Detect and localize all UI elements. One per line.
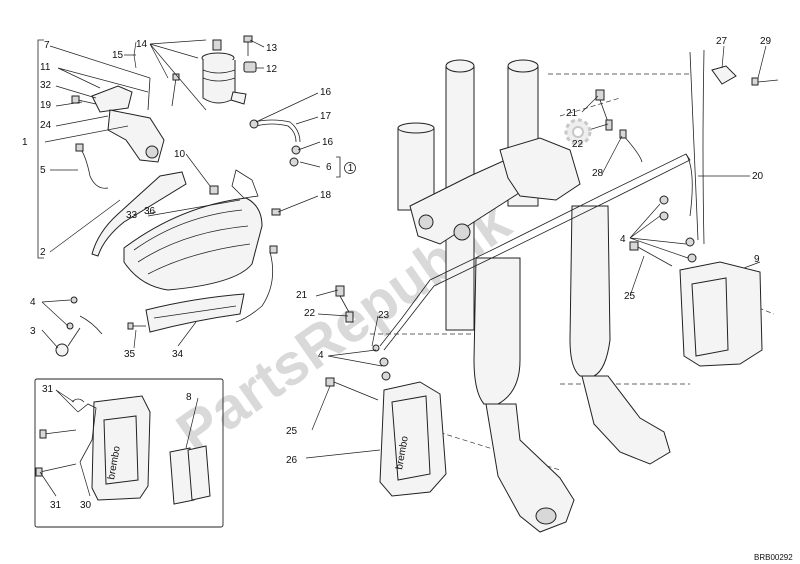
caliper-9 — [679, 261, 763, 367]
callout-c7: 7 — [44, 40, 50, 51]
callout-c24: 24 — [40, 120, 52, 131]
callout-c16a: 16 — [320, 87, 332, 98]
banjo-fittings-upper — [595, 89, 643, 163]
bolt-27-29 — [711, 65, 779, 86]
callout-c31a: 31 — [42, 384, 54, 395]
washers-4-left — [372, 344, 391, 381]
callout-c4c: 4 — [620, 234, 626, 245]
callout-c8: 8 — [186, 392, 192, 403]
reservoir-hose-17 — [249, 119, 301, 167]
callout-c21b: 21 — [566, 108, 578, 119]
screw-13 — [243, 35, 253, 56]
washers-4-right — [659, 195, 697, 263]
callout-c22a: 22 — [304, 308, 316, 319]
lamp-34 — [145, 293, 245, 333]
leader-lines — [39, 39, 767, 497]
group-bracket-6 — [336, 156, 341, 178]
triple-clamp — [409, 137, 581, 245]
bolt-7 — [171, 73, 180, 107]
callout-c1: 1 — [22, 137, 28, 148]
callout-c13: 13 — [266, 43, 278, 54]
support-panel-33 — [123, 169, 281, 323]
inset-caliper: brembo — [91, 395, 151, 501]
pin-31-bottom — [35, 463, 77, 477]
callout-c14: 14 — [136, 39, 148, 50]
callout-c26: 26 — [286, 455, 298, 466]
callout-c33: 33 — [126, 210, 138, 221]
callout-c25a: 25 — [286, 426, 298, 437]
callout-c36: 36 — [144, 206, 156, 217]
callout-c5: 5 — [40, 165, 46, 176]
switch-cable-5 — [75, 143, 109, 189]
callout-c12: 12 — [266, 64, 278, 75]
callout-c23: 23 — [378, 310, 390, 321]
bolt-25-left — [325, 377, 379, 401]
group-bracket-1 — [37, 39, 44, 259]
spring-30 — [77, 403, 97, 463]
callout-c20: 20 — [752, 171, 764, 182]
cap-12 — [243, 61, 257, 73]
brake-fluid-reservoir — [201, 39, 247, 105]
screw-35 — [127, 322, 146, 330]
callout-c32: 32 — [40, 80, 52, 91]
caliper-26: brembo — [379, 381, 447, 497]
bolt-25-right — [629, 241, 673, 267]
callout-c30: 30 — [80, 500, 92, 511]
callout-c31b: 31 — [50, 500, 62, 511]
callout-c10: 10 — [174, 149, 186, 160]
circled-note-ring — [344, 162, 356, 174]
callout-c2: 2 — [40, 247, 46, 258]
callout-c4a: 4 — [30, 297, 36, 308]
callout-c29: 29 — [760, 36, 772, 47]
brake-pads-8 — [169, 445, 211, 505]
callout-c18: 18 — [320, 190, 332, 201]
brake-line-20 — [379, 49, 705, 351]
callout-c9: 9 — [754, 254, 760, 265]
callout-c25b: 25 — [624, 291, 636, 302]
callout-c11: 11 — [40, 62, 51, 73]
callout-c15: 15 — [112, 50, 124, 61]
callout-c4b: 4 — [318, 350, 324, 361]
master-cylinder — [91, 77, 165, 163]
callout-c35: 35 — [124, 349, 136, 360]
callout-c17: 17 — [320, 111, 332, 122]
callout-c34: 34 — [172, 349, 184, 360]
gear-icon — [564, 118, 592, 146]
fork-leg-right — [507, 59, 671, 465]
callout-c16b: 16 — [322, 137, 334, 148]
callout-c19: 19 — [40, 100, 52, 111]
callout-c3: 3 — [30, 326, 36, 337]
circled-note-number: 1 — [348, 163, 354, 174]
brake-lever — [91, 171, 187, 257]
fitting-3 — [55, 296, 103, 357]
callout-c6: 6 — [326, 162, 332, 173]
callout-c21a: 21 — [296, 290, 308, 301]
pin-31-top — [39, 398, 85, 439]
drawing-code: BRB00292 — [754, 553, 793, 562]
callout-c22b: 22 — [572, 139, 584, 150]
inset-box — [34, 378, 224, 528]
callout-c28: 28 — [592, 168, 604, 179]
bleeder-21-22 — [335, 285, 354, 323]
callout-c27: 27 — [716, 36, 728, 47]
